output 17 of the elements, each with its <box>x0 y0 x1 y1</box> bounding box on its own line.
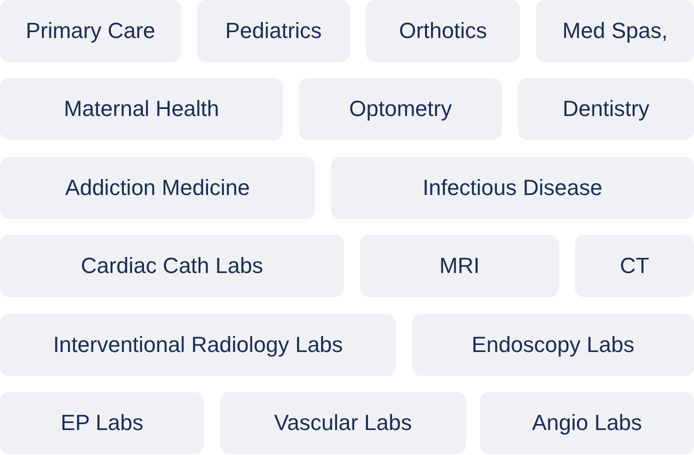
specialty-tag: Cardiac Cath Labs <box>0 235 344 297</box>
specialty-tag: CT <box>575 235 694 297</box>
specialty-tag: Addiction Medicine <box>0 157 315 219</box>
specialty-tag: Endoscopy Labs <box>412 314 694 376</box>
specialty-tag: Angio Labs <box>480 392 694 454</box>
specialty-tag: Infectious Disease <box>331 157 694 219</box>
specialty-tag: Dentistry <box>518 78 694 140</box>
specialty-tag: Maternal Health <box>0 78 283 140</box>
specialty-tag: Interventional Radiology Labs <box>0 314 396 376</box>
specialty-tag: Med Spas, <box>536 0 694 62</box>
specialty-tag: Vascular Labs <box>220 392 466 454</box>
specialty-tag: EP Labs <box>0 392 204 454</box>
specialty-tag: Optometry <box>299 78 502 140</box>
specialty-tag: MRI <box>360 235 559 297</box>
specialty-tag: Orthotics <box>366 0 520 62</box>
specialty-tag: Primary Care <box>0 0 181 62</box>
specialty-tag: Pediatrics <box>197 0 350 62</box>
